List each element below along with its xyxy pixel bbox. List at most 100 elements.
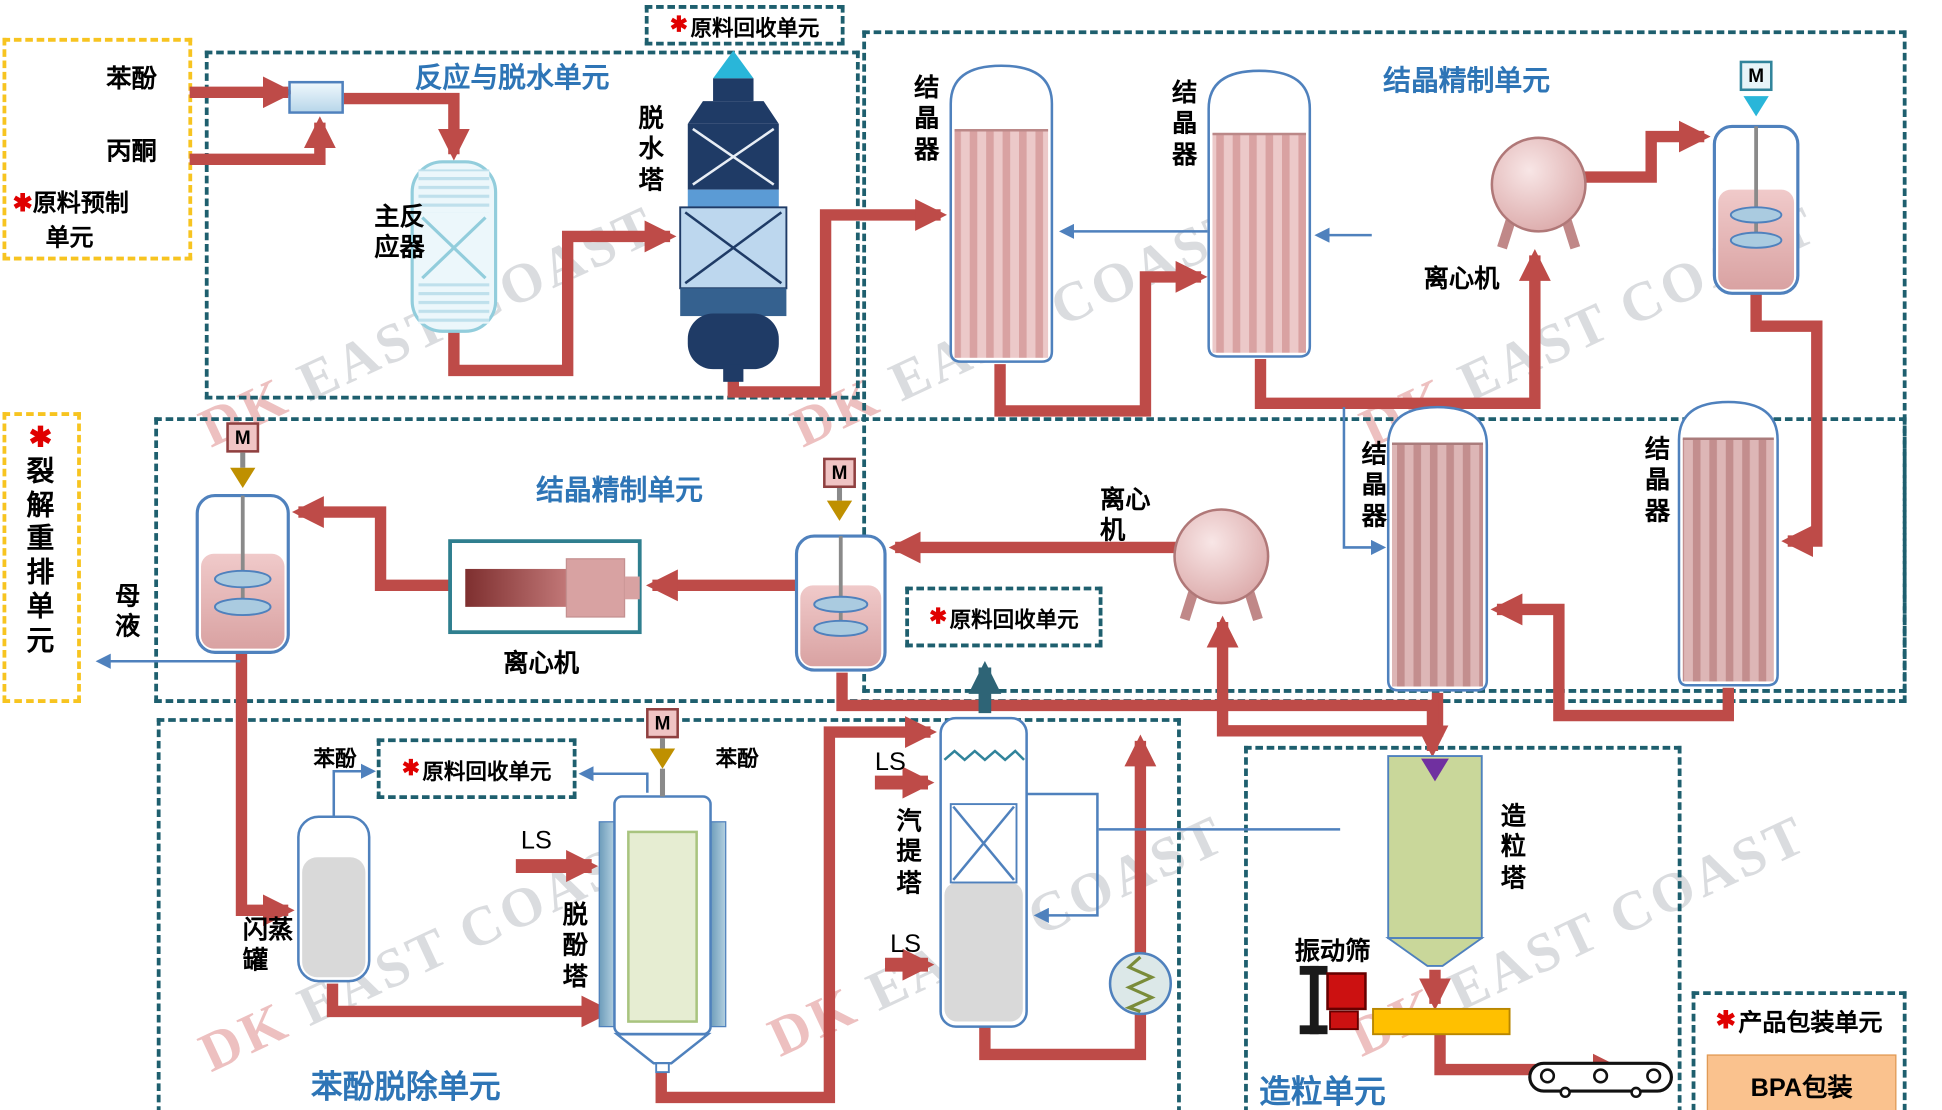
reaction-unit-title: 反应与脱水单元 <box>414 61 610 94</box>
crystallizer-label-1: 结晶器 <box>914 74 940 165</box>
crystallizer-label-3: 结晶器 <box>1361 441 1387 531</box>
crystallizer-label-2: 结晶器 <box>1172 79 1198 170</box>
centrifuge-label-2: 离心机 <box>1099 486 1151 546</box>
pipe-acetone-feed <box>189 116 336 165</box>
recovery-unit-label: 原料回收单元 <box>690 15 820 40</box>
pipe-dissolver-to-crystallizer4 <box>1750 293 1823 558</box>
pipe-crystallizer1-to-2 <box>994 260 1208 417</box>
pipe-reactor-to-tower <box>448 220 677 377</box>
dephenol-tower <box>598 795 727 1074</box>
funnel-icon <box>826 500 853 521</box>
dehydration-tower <box>679 50 788 382</box>
motor-left-vessel: M <box>226 422 260 453</box>
flash-tank <box>297 815 371 983</box>
stripping-tower <box>939 716 1028 1028</box>
raw-prep-unit-label: ✱原料预制单元 <box>12 190 129 252</box>
asterisk-icon: ✱ <box>929 604 948 629</box>
granulation-tower-label: 造粒塔 <box>1500 802 1527 893</box>
line-stripper-reflux <box>1026 792 1099 923</box>
pipe-pusher-to-left-vessel <box>292 496 451 592</box>
cracking-unit-label: 裂解重排单元 <box>26 454 55 657</box>
funnel-icon <box>1743 96 1769 117</box>
phenol-feed-label: 苯酚 <box>106 65 157 94</box>
motor-stem <box>836 488 843 501</box>
crystallization-unit-box-right <box>862 30 1907 693</box>
pusher-centrifuge <box>448 539 642 635</box>
motor-stem <box>240 452 246 468</box>
vibrating-screen-label: 振动筛 <box>1294 938 1371 966</box>
main-reactor-label: 主反应器 <box>374 203 425 263</box>
motor-center-vessel: M <box>823 457 856 489</box>
pipe-centrifuge-to-dissolver <box>1582 120 1711 183</box>
ls-label-3: LS <box>890 930 922 959</box>
conveyor-belt <box>1528 1061 1673 1099</box>
dehydration-tower-label: 脱水塔 <box>638 104 664 195</box>
asterisk-icon: ✱ <box>28 421 53 453</box>
pipe-screen-to-conveyor <box>1434 1034 1625 1086</box>
motor-dephenol-tower: M <box>646 708 679 739</box>
recovery-unit-label: 原料回收单元 <box>949 607 1079 632</box>
funnel-icon <box>649 748 676 769</box>
packaging-unit-label: 产品包装单元 <box>1738 1009 1883 1037</box>
recovery-unit-box-bottom: ✱原料回收单元 <box>376 738 577 800</box>
funnel-icon <box>230 467 256 489</box>
crystallizer-3 <box>1386 405 1489 692</box>
pipe-crystallizer4-to-3 <box>1490 593 1734 722</box>
pipe-to-granulation-tower <box>836 672 1449 758</box>
crystallization-unit-title-mid: 结晶精制单元 <box>536 474 703 506</box>
pipe-tower-to-crystallizer1 <box>727 199 948 398</box>
crystallizer-label-4: 结晶器 <box>1644 436 1671 526</box>
phenol-removal-unit-title: 苯酚脱除单元 <box>311 1069 501 1105</box>
crystallization-unit-title-right: 结晶精制单元 <box>1383 64 1551 97</box>
watermark: DK EAST COAST <box>1340 802 1817 1069</box>
stirred-vessel-left <box>195 494 290 654</box>
asterisk-icon: ✱ <box>401 756 420 781</box>
centrifuge-label-pusher: 离心机 <box>503 649 580 678</box>
pipe-dephenol-to-stripper <box>655 716 937 1104</box>
motor-stem <box>659 738 666 749</box>
motor-stem <box>659 768 666 797</box>
bpa-packing-box: BPA包装 <box>1706 1054 1897 1110</box>
line-dephenol-overhead <box>578 766 649 793</box>
recovery-unit-label: 原料回收单元 <box>422 759 552 784</box>
recovery-unit-box-mid: ✱原料回收单元 <box>905 586 1103 648</box>
phenol-label-flash: 苯酚 <box>313 747 357 772</box>
phenol-label-dephenol: 苯酚 <box>715 747 759 772</box>
dephenol-tower-label: 脱酚塔 <box>562 901 588 991</box>
heat-exchanger <box>1108 952 1173 1016</box>
watermark: DK EAST COAST <box>759 802 1236 1069</box>
pipe-stripper-bottoms-recycle <box>979 734 1157 1061</box>
ls-label-2: LS <box>874 748 906 777</box>
motor-right-vessel: M <box>1739 60 1773 92</box>
centrifuge-label-1: 离心机 <box>1423 265 1500 294</box>
centrifuge-ball-1 <box>1490 136 1587 250</box>
centrifuge-ball-2 <box>1173 508 1270 622</box>
phenol-removal-unit-box <box>156 718 1181 1110</box>
recovery-unit-box-top: ✱原料回收单元 <box>644 5 845 46</box>
granulation-unit-box <box>1244 745 1682 1110</box>
asterisk-icon: ✱ <box>669 12 688 37</box>
pipe-left-vessel-to-flash <box>235 652 295 927</box>
asterisk-icon: ✱ <box>1715 1007 1736 1034</box>
crystallizer-4 <box>1677 400 1779 687</box>
asterisk-icon: ✱ <box>12 190 33 218</box>
mother-liquor-label: 母液 <box>115 582 141 642</box>
watermark: DK EAST COAST <box>1350 193 1828 460</box>
stirred-vessel-center <box>794 534 887 672</box>
crystallizer-2 <box>1207 69 1312 358</box>
pipe-mixer-to-reactor <box>343 92 470 161</box>
dissolver-vessel-right <box>1712 124 1800 295</box>
vibrating-screen <box>1299 965 1367 1035</box>
pipe-crystallizer3-to-centrifuge2 <box>1206 615 1444 737</box>
discharge-chute <box>1372 1007 1511 1036</box>
feed-mixer <box>288 80 344 114</box>
stripping-tower-label: 汽提塔 <box>896 807 922 898</box>
acetone-feed-label: 丙酮 <box>106 137 157 166</box>
granulation-tower <box>1385 755 1485 967</box>
watermark: DK EAST COAST <box>781 193 1259 460</box>
granulation-unit-title: 造粒单元 <box>1259 1074 1386 1110</box>
flash-tank-label: 闪蒸罐 <box>242 916 294 976</box>
line-flash-overhead <box>332 763 377 816</box>
